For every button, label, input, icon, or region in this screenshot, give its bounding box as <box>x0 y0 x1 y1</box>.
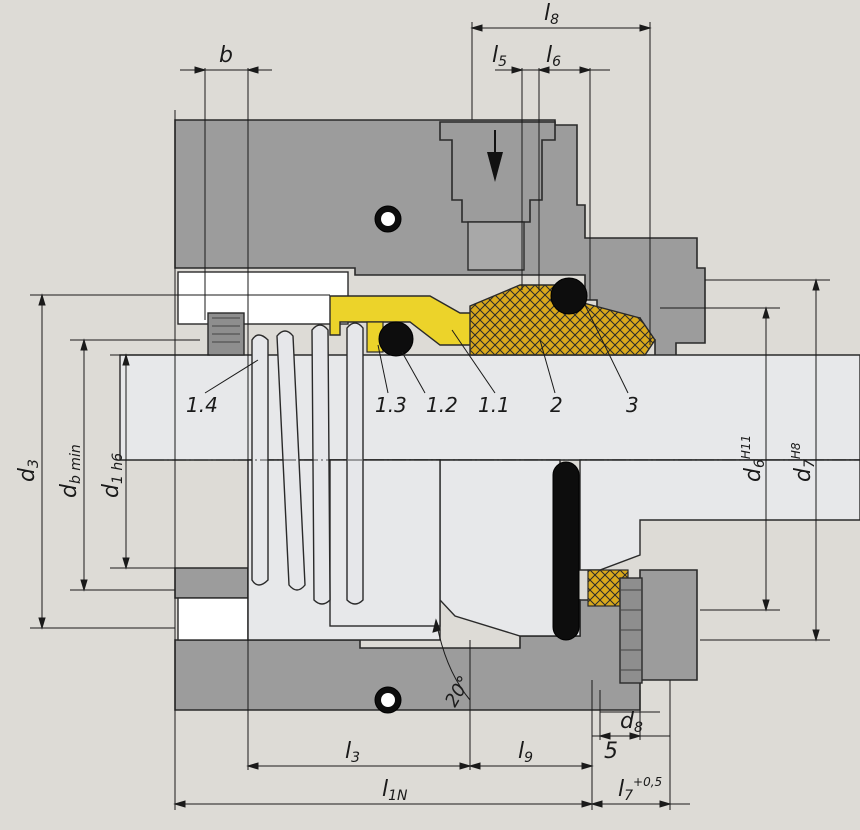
part-label-1-3: 1.3 <box>375 393 407 417</box>
label-l5: l5 <box>492 43 507 70</box>
part-label-1-2: 1.2 <box>426 393 458 417</box>
label-d6-h11: d6H11 <box>739 435 768 482</box>
label-l6: l6 <box>546 43 561 70</box>
housing <box>174 119 706 711</box>
o-rings <box>374 205 588 714</box>
label-5: 5 <box>604 739 618 764</box>
part-label-1-1: 1.1 <box>478 393 510 417</box>
flow-arrow-icon <box>487 152 503 182</box>
part-label-2: 2 <box>550 393 563 417</box>
part-labels: 1.4 1.3 1.2 1.1 2 3 <box>186 393 639 417</box>
label-l8: l8 <box>544 1 559 28</box>
label-d3: d3 <box>15 459 42 482</box>
part-label-3: 3 <box>626 393 639 417</box>
port-fitting <box>439 121 556 271</box>
part-label-1-4: 1.4 <box>186 393 218 417</box>
set-screw <box>207 312 643 684</box>
dimension-labels: b l8 l5 l6 d3 db min d1 h6 d6H11 d7H8 d8… <box>15 1 818 804</box>
seal-stationary-face <box>469 284 656 356</box>
label-l1n: l1N <box>382 777 408 804</box>
dimension-lines <box>38 24 820 808</box>
label-d8: d8 <box>620 709 643 736</box>
centre-lines <box>30 22 860 810</box>
label-l9: l9 <box>518 739 533 766</box>
label-db-min: db min <box>57 444 84 498</box>
label-d7-h8: d7H8 <box>789 442 818 482</box>
shaft <box>119 354 860 641</box>
leader-lines <box>204 304 629 394</box>
label-b: b <box>219 43 233 68</box>
label-l3: l3 <box>345 739 360 766</box>
label-d1-h6: d1 h6 <box>99 453 126 498</box>
label-l7: l7+0,5 <box>618 775 662 804</box>
